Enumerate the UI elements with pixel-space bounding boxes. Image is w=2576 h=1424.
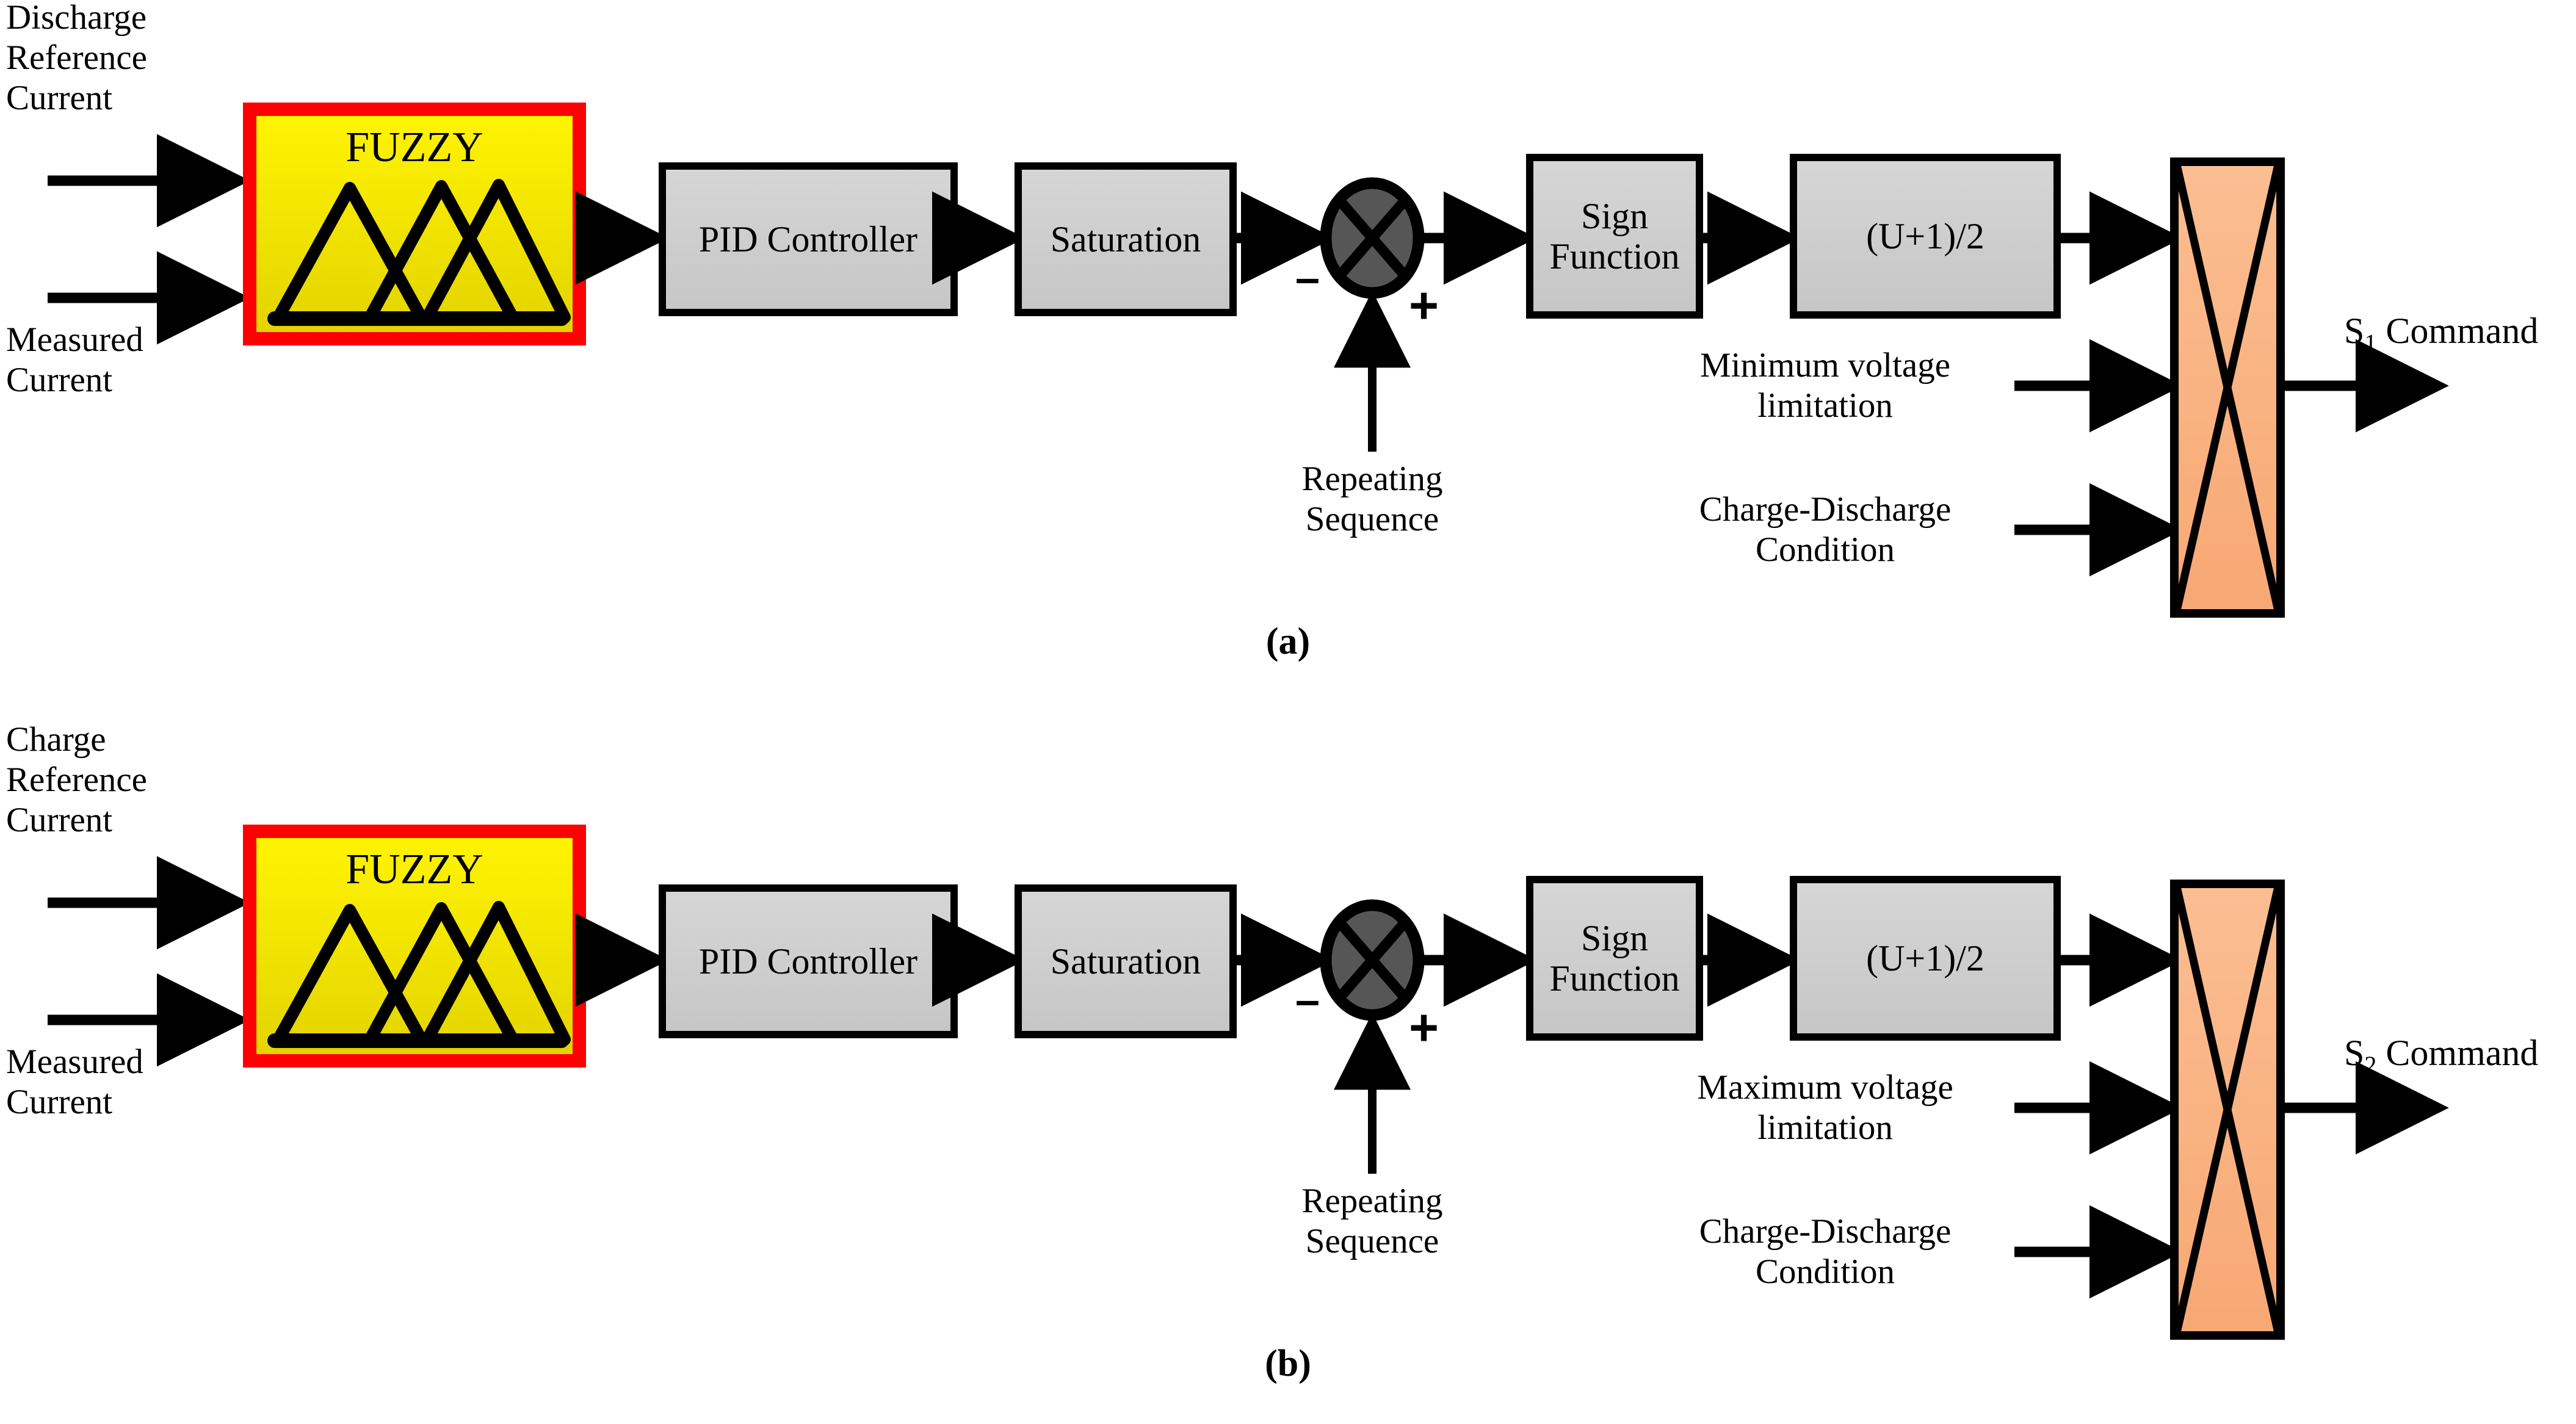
block-label-scale: (U+1)/2 [1866,216,1984,256]
output-symbol: S [2344,311,2365,351]
panel-a-discharge-control: Discharge Reference Current Measured Cur… [0,0,2576,702]
output-symbol: S [2344,1033,2365,1073]
sum-plus-sign: + [1409,999,1439,1056]
block-label-sign-function: Sign Function [1549,918,1680,999]
fuzzy-membership-triangles [272,179,571,323]
scale-block [1790,154,2061,319]
block-label-fuzzy: FUZZY [346,846,483,893]
input-label-reference-current: Discharge Reference Current [6,0,147,117]
output-subscript: 2 [2364,1051,2377,1079]
label-charge-discharge-condition: Charge-Discharge Condition [1699,1212,1952,1291]
saturation-block [1015,162,1237,316]
block-label-pid: PID Controller [698,941,918,981]
sign-function-block [1526,154,1703,319]
panel-a-diagram-canvas [48,103,2449,618]
output-suffix: Command [2376,311,2539,351]
block-label-fuzzy: FUZZY [346,124,483,171]
input-label-measured-current: Measured Current [6,320,143,399]
panel-b-diagram-canvas [48,825,2449,1340]
block-label-pid: PID Controller [698,219,918,259]
block-label-scale: (U+1)/2 [1866,938,1984,978]
saturation-block [1015,884,1237,1038]
output-label-command: S2 Command [2344,1032,2538,1079]
panel-caption-b: (b) [1265,1343,1311,1384]
summing-junction-cross [1336,198,1408,278]
pid-block [659,884,958,1038]
sign-function-block [1526,876,1703,1041]
block-label-saturation: Saturation [1050,941,1201,981]
scale-block [1790,876,2061,1041]
block-label-saturation: Saturation [1050,219,1201,259]
label-repeating-sequence: Repeating Sequence [1301,1182,1443,1260]
panel-caption-a: (a) [1265,621,1311,662]
label-repeating-sequence: Repeating Sequence [1301,460,1443,538]
fuzzy-membership-triangles [272,901,571,1046]
sum-minus-sign: – [1295,254,1320,303]
output-label-command: S1 Command [2344,310,2538,357]
output-subscript: 1 [2364,329,2377,356]
label-charge-discharge-condition: Charge-Discharge Condition [1699,490,1952,569]
logic-block-cross [2173,164,2282,612]
output-suffix: Command [2376,1033,2539,1073]
summing-junction-cross [1336,920,1408,1000]
input-label-reference-current: Charge Reference Current [6,720,147,839]
block-label-sign-function: Sign Function [1549,196,1680,276]
label-voltage-limitation: Minimum voltage limitation [1699,346,1951,425]
logic-block-cross [2173,886,2282,1334]
input-label-measured-current: Measured Current [6,1043,143,1121]
panel-b-charge-control: Charge Reference Current Measured Curren… [0,720,2576,1424]
sum-plus-sign: + [1409,276,1439,334]
label-voltage-limitation: Maximum voltage limitation [1697,1068,1953,1147]
sum-minus-sign: – [1295,976,1320,1025]
